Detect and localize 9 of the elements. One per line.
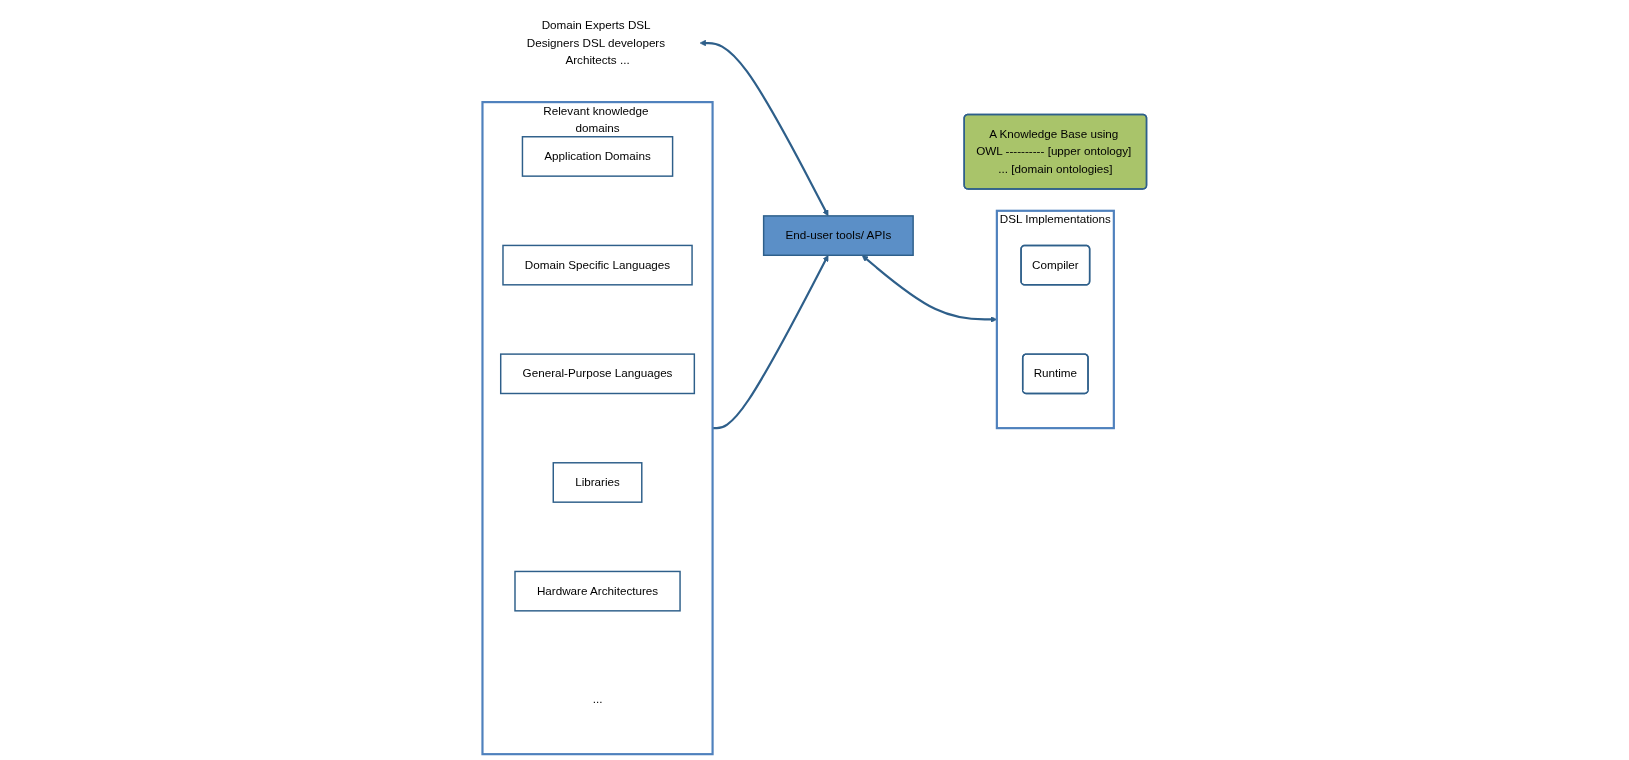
arrow xyxy=(712,255,829,430)
node-box: Domain Specific Languages xyxy=(502,244,693,286)
node-box: Application Domains xyxy=(521,136,674,177)
node-box: General-Purpose Languages xyxy=(499,353,696,395)
arrow xyxy=(699,39,829,217)
node-box: Libraries xyxy=(552,462,643,503)
node-text: Domain Experts DSL Designers DSL developers Architects ... xyxy=(526,18,666,67)
node-box: End-user tools/ APIs xyxy=(762,215,914,256)
node-box: Hardware Architectures xyxy=(514,570,681,612)
